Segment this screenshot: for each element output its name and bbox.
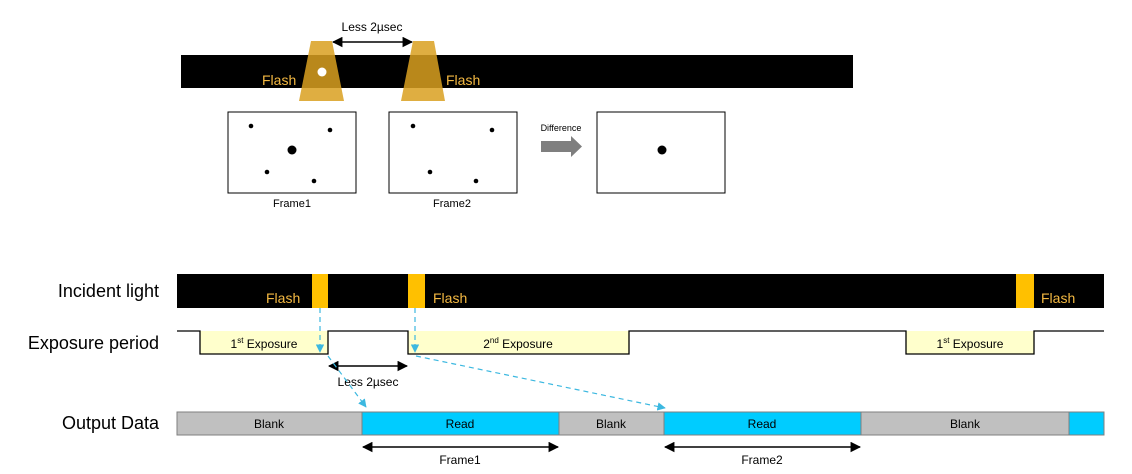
exposure-label: 2nd Exposure — [483, 336, 553, 351]
output-block-label: Read — [446, 417, 475, 431]
output-read-block — [1068, 411, 1105, 436]
row-label-incident-light: Incident light — [58, 281, 159, 301]
frame2-box — [388, 111, 518, 194]
top-light-bar — [181, 55, 853, 88]
flash-label-right: Flash — [446, 72, 480, 88]
incident-flash-label: Flash — [433, 290, 467, 306]
incident-light-bar — [177, 274, 1104, 308]
exposure-label: 1st Exposure — [231, 336, 298, 351]
frame2-span-label: Frame2 — [741, 453, 783, 467]
exposure-window — [906, 331, 1034, 354]
flash-pulse — [312, 274, 328, 308]
difference-result-spot — [657, 145, 667, 155]
frame2-spot — [473, 178, 479, 184]
exposure-label: 1st Exposure — [937, 336, 1004, 351]
incident-flash-label: Flash — [266, 290, 300, 306]
output-block-label: Blank — [950, 417, 981, 431]
readout-guide-line — [327, 355, 367, 408]
difference-label: Difference — [541, 123, 582, 133]
exposure-interval-label: Less 2µsec — [338, 375, 399, 389]
frame2-spot — [410, 123, 416, 129]
difference-arrow-icon — [541, 136, 582, 157]
output-block-label: Blank — [254, 417, 285, 431]
output-block-label: Read — [748, 417, 777, 431]
frame2-spot — [489, 127, 495, 133]
flash-beam-right — [401, 41, 445, 101]
interval-label: Less 2µsec — [342, 20, 403, 34]
frame2-spot — [427, 169, 433, 175]
frame1-spot — [248, 123, 254, 129]
exposure-window — [200, 331, 328, 354]
frame1-spot — [264, 169, 270, 175]
frame1-spot — [311, 178, 317, 184]
readout-guide-line — [415, 355, 666, 411]
exposure-window — [408, 331, 629, 354]
frame1-flash-spot — [287, 145, 297, 155]
frame1-span-label: Frame1 — [439, 453, 481, 467]
frame1-spot — [327, 127, 333, 133]
flash-pulse — [1016, 274, 1034, 308]
flash-dot — [317, 67, 327, 77]
exposure-waveform — [177, 330, 1104, 355]
row-label-exposure-period: Exposure period — [28, 333, 159, 353]
frame2-caption: Frame2 — [433, 198, 471, 210]
frame1-caption: Frame1 — [273, 198, 311, 210]
incident-flash-label: Flash — [1041, 290, 1075, 306]
output-block-label: Blank — [596, 417, 627, 431]
flash-pulse — [408, 274, 425, 308]
row-label-output-data: Output Data — [62, 413, 160, 433]
flash-label-left: Flash — [262, 72, 296, 88]
